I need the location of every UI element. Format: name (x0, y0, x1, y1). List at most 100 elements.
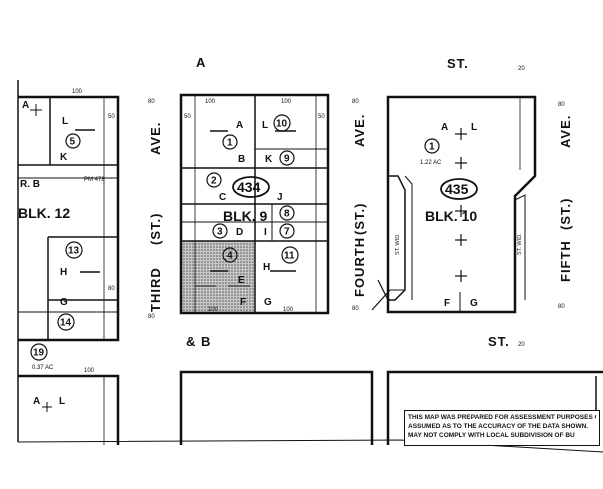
right-lot-l: L (471, 122, 477, 133)
street-third-ave-prefix: AVE. (148, 122, 163, 155)
parcel-1-right-circle (424, 138, 440, 154)
center-lot-j: J (277, 192, 283, 203)
right-block-crosses (455, 128, 467, 282)
parcel-9-circle (279, 150, 295, 166)
parcel-13-circle (65, 241, 83, 259)
parcel-4-circle (222, 247, 238, 263)
right-dim-80-far: 80 (558, 102, 565, 108)
right-lot-g: G (470, 298, 478, 309)
disclaimer-notice: THIS MAP WAS PREPARED FOR ASSESSMENT PUR… (404, 410, 600, 446)
street-fifth-ave-prefix: AVE. (558, 115, 573, 148)
block-434-number: 434 (237, 179, 261, 195)
center-lot-a: A (236, 120, 243, 131)
street-st-bottom: ST. (488, 334, 510, 349)
parcel-7: 7 (284, 227, 290, 238)
annotation-pm: PM 478 (84, 177, 105, 183)
parcel-2-circle (206, 172, 222, 188)
shaded-parcel-4 (181, 241, 255, 313)
street-fifth-ave: FIFTH (558, 240, 573, 282)
right-dim-20-top: 20 (518, 66, 525, 72)
acreage-right: 1.22 AC (420, 160, 442, 166)
street-third-ave-suffix: (ST.) (148, 213, 163, 245)
block-10 (371, 95, 537, 314)
parcel-1-right: 1 (429, 142, 435, 153)
center-lot-b: B (238, 154, 245, 165)
center-dim-50-left: 50 (184, 114, 191, 120)
left-dim-100-top: 100 (72, 89, 83, 95)
lower-left-lot-a: A (33, 396, 40, 407)
block-435-oval (440, 178, 478, 200)
block-434-oval (232, 176, 270, 198)
block-lower-center (179, 370, 374, 445)
street-fifth-ave-suffix: (ST.) (558, 198, 573, 230)
block-9 (179, 93, 330, 315)
parcel-19: 19 (33, 348, 45, 359)
street-b: & B (186, 334, 211, 349)
parcel-3: 3 (217, 227, 223, 238)
center-lot-l: L (262, 120, 268, 131)
block-435-number: 435 (445, 181, 469, 197)
right-dim-20-bottom: 20 (518, 342, 525, 348)
left-dim-50: 50 (108, 114, 115, 120)
disclaimer-line-2: ASSUMED AS TO THE ACCURACY OF THE DATA S… (408, 423, 589, 430)
left-dim-80: 80 (108, 286, 115, 292)
parcel-5: 5 (70, 137, 76, 148)
parcel-19-circle (30, 343, 48, 361)
street-third-ave: THIRD (148, 267, 163, 312)
parcel-14-circle (57, 313, 75, 331)
block-12 (18, 95, 120, 342)
parcel-11-circle (281, 246, 299, 264)
parcel-11: 11 (284, 251, 295, 262)
parcel-13: 13 (68, 246, 80, 257)
block-lower-right (386, 370, 603, 445)
disclaimer-line-3: MAY NOT COMPLY WITH LOCAL SUBDIVISION OF… (408, 432, 575, 439)
street-fourth-ave-suffix: (ST.) (352, 203, 367, 235)
page-edge-bottom (0, 447, 603, 489)
parcel-1: 1 (227, 138, 233, 149)
center-dim-80-bottom: 80 (148, 314, 155, 320)
center-lot-f: F (240, 297, 246, 308)
st-wid-right: ST. WID. (517, 233, 523, 255)
right-dim-80-far-bottom: 80 (558, 304, 565, 310)
center-lot-h: H (263, 262, 270, 273)
parcel-4: 4 (227, 251, 233, 262)
block-9-label: BLK. 9 (223, 208, 268, 224)
block-lower-left (18, 374, 120, 445)
st-wid-left: ST. WID. (395, 233, 401, 255)
parcel-8-circle (279, 205, 295, 221)
parcel-2: 2 (211, 176, 217, 187)
right-dim-80-top: 80 (352, 99, 359, 105)
parcel-7-circle (279, 223, 295, 239)
center-dim-100-right: 100 (281, 99, 292, 105)
left-lot-h: H (60, 267, 67, 278)
block-12-label: BLK. 12 (18, 205, 70, 221)
parcel-8: 8 (284, 209, 290, 220)
lower-left-dim-100: 100 (84, 368, 95, 374)
center-dim-50-right: 50 (318, 114, 325, 120)
street-st-top: ST. (447, 56, 469, 71)
left-lot-k: K (60, 152, 68, 163)
center-dim-100-left: 100 (205, 99, 216, 105)
street-fourth-ave: FOURTH (352, 237, 367, 297)
street-a: A (196, 55, 206, 70)
right-lot-f: F (444, 298, 450, 309)
lower-left-lot-l: L (59, 396, 65, 407)
parcel-9: 9 (284, 154, 290, 165)
center-dim-100-bottom-left: 100 (208, 307, 219, 313)
parcel-10-circle (273, 114, 291, 132)
right-dim-80-bottom: 80 (352, 306, 359, 312)
annotation-rb: R. B (20, 179, 40, 190)
center-lot-k: K (265, 154, 273, 165)
parcel-3-circle (212, 223, 228, 239)
left-lot-a: A (22, 100, 29, 111)
acreage-left: 0.37 AC (32, 365, 54, 371)
center-lot-c: C (219, 192, 226, 203)
parcel-10: 10 (276, 119, 288, 130)
page-edge-line (17, 439, 603, 453)
disclaimer-line-1: THIS MAP WAS PREPARED FOR ASSESSMENT PUR… (408, 414, 596, 421)
parcel-1-circle (222, 134, 238, 150)
right-lot-a: A (441, 122, 448, 133)
center-dim-100-bottom-right: 100 (283, 307, 294, 313)
center-lot-i: I (264, 227, 267, 238)
